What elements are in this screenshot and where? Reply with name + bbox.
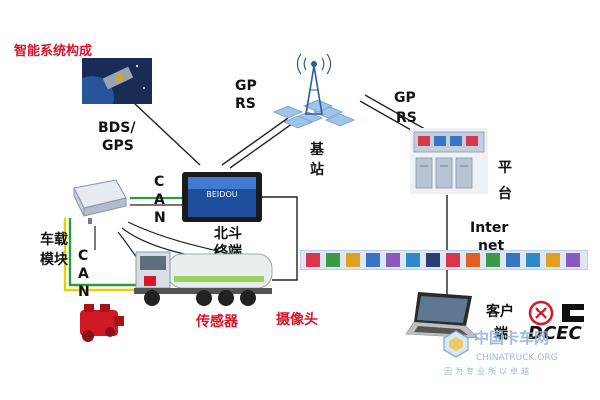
base-station-icon: [268, 52, 360, 130]
base-station-label2: 站: [310, 162, 324, 178]
vehicle-module-label2: 模块: [40, 252, 68, 268]
laptop-client-image: [400, 290, 480, 344]
vehicle-module-label1: 车载: [40, 232, 68, 248]
client-label1: 客户: [486, 304, 514, 320]
left-wire-yellow: [63, 218, 140, 292]
left-wire-green: [68, 218, 140, 287]
gprs-right-line2: RS: [396, 110, 417, 126]
internet-app-bar: [299, 249, 589, 271]
base-station-label1: 基: [310, 142, 324, 158]
watermark-en: CHINATRUCK.ORG: [476, 353, 558, 363]
can-mid-c: C: [154, 174, 165, 190]
platform-label2: 台: [498, 186, 512, 202]
truck-image: [134, 246, 274, 308]
watermark-slogan: 因为专业所以卓越: [444, 367, 532, 376]
engine-image: [74, 302, 126, 344]
platform-servers-image: [410, 128, 488, 194]
camera-cable: [262, 196, 298, 281]
can-left-a: A: [78, 266, 89, 282]
sensor-label: 传感器: [196, 314, 238, 330]
terminal-label1: 北斗: [214, 226, 242, 242]
can-mid-a: A: [154, 192, 165, 208]
camera-label: 摄像头: [276, 312, 318, 328]
internet-label1: Inter: [470, 220, 509, 236]
dongfeng-logo: [528, 300, 554, 326]
gprs-up-line: [221, 117, 289, 166]
gprs-left-line2: RS: [235, 96, 256, 112]
client-label2: 端: [494, 326, 508, 342]
watermark-cn: 中国卡车网: [474, 329, 550, 347]
dcec-logo: DCEC: [528, 323, 582, 344]
bds-label: BDS/: [98, 120, 136, 136]
beidou-terminal-device: BEIDOU: [182, 172, 262, 222]
gprs-right-line1: [364, 94, 431, 133]
gprs-down-line: [229, 120, 297, 169]
watermark-hex-icon: [442, 330, 470, 358]
gprs-left-line1: GP: [235, 78, 257, 94]
cummins-logo: [560, 302, 586, 324]
terminal-screen-text: BEIDOU: [206, 190, 238, 199]
satellite-image: [70, 58, 152, 120]
diagram-title: 智能系统构成: [14, 44, 93, 59]
can-mid-n: N: [154, 210, 166, 226]
gprs-right-line1: GP: [394, 90, 416, 106]
can-left-c: C: [78, 248, 89, 264]
platform-label1: 平: [498, 160, 512, 176]
vehicle-module-image: [68, 176, 130, 226]
gps-label: GPS: [102, 138, 134, 154]
can-left-n: N: [78, 284, 90, 300]
